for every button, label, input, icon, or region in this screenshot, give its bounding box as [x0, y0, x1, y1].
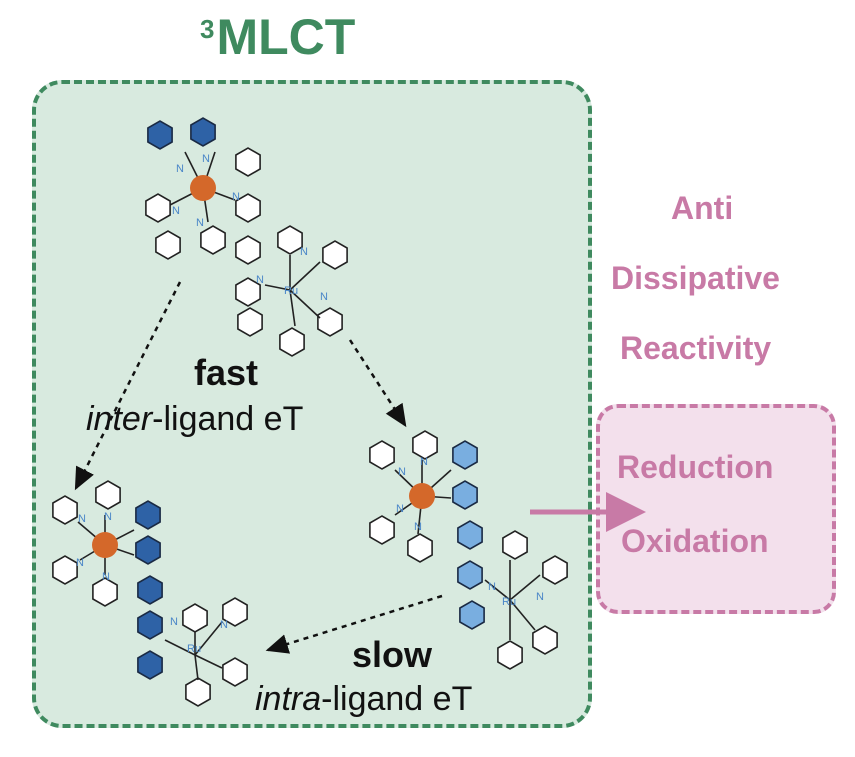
nitrogen-label: N	[102, 571, 110, 583]
pyridine-ring	[235, 235, 261, 265]
pyridine-ring	[235, 277, 261, 307]
pyridine-ring	[369, 515, 395, 545]
nitrogen-label: N	[170, 616, 178, 628]
coordination-bond	[484, 579, 511, 601]
inter-prefix: inter	[86, 400, 153, 438]
pyridine-ring	[137, 610, 163, 640]
pyridine-ring	[145, 193, 171, 223]
pyridine-ring	[322, 240, 348, 270]
pyridine-ring	[542, 555, 568, 585]
coordination-bond	[509, 574, 541, 601]
pyridine-ring	[147, 120, 173, 150]
metal-center-2	[92, 532, 118, 558]
coordination-bond	[289, 289, 296, 327]
pyridine-ring	[200, 225, 226, 255]
pyridine-ring	[222, 597, 248, 627]
pyridine-ring	[95, 480, 121, 510]
fast-arrow-left	[74, 281, 182, 491]
pyridine-ring	[497, 640, 523, 670]
intra-suffix: -ligand eT	[321, 680, 473, 718]
pyridine-ring	[457, 520, 483, 550]
pyridine-ring	[235, 147, 261, 177]
reactivity-box	[596, 404, 836, 614]
metal-center-3	[409, 483, 435, 509]
pyridine-ring	[279, 327, 305, 357]
coordination-bond	[164, 639, 196, 656]
pyridine-ring	[457, 560, 483, 590]
inter-ligand-label: inter-ligand eT	[86, 400, 303, 439]
pyridine-ring	[222, 657, 248, 687]
pyridine-ring	[185, 677, 211, 707]
pyridine-ring	[459, 600, 485, 630]
nitrogen-label: N	[320, 291, 328, 303]
pyridine-ring	[135, 500, 161, 530]
fast-label: fast	[194, 352, 259, 393]
pyridine-ring	[317, 307, 343, 337]
intra-prefix: intra	[255, 680, 322, 718]
pyridine-ring	[190, 117, 216, 147]
coordination-bond	[264, 284, 291, 291]
ru-label-3: Ru	[502, 596, 516, 608]
nitrogen-label: N	[76, 557, 84, 569]
ru-label-2: Ru	[187, 643, 201, 655]
nitrogen-label: N	[420, 456, 428, 468]
nitrogen-label: N	[232, 191, 240, 203]
pyridine-ring	[369, 440, 395, 470]
mlct-state-box	[32, 80, 592, 728]
coordination-bond	[289, 261, 321, 291]
pyridine-ring	[135, 535, 161, 565]
pyridine-ring	[137, 650, 163, 680]
anti-label: Anti	[671, 190, 734, 226]
reduction-label: Reduction	[617, 449, 774, 485]
nitrogen-label: N	[256, 274, 264, 286]
nitrogen-label: N	[78, 513, 86, 525]
pyridine-ring	[412, 430, 438, 460]
reactivity-label: Reactivity	[620, 330, 772, 366]
pyridine-ring	[532, 625, 558, 655]
pyridine-ring	[452, 440, 478, 470]
pyridine-ring	[155, 230, 181, 260]
slow-label: slow	[352, 634, 433, 675]
pyridine-ring	[137, 575, 163, 605]
title-superscript: 3	[200, 14, 215, 44]
coordination-bond	[194, 654, 199, 681]
nitrogen-label: N	[196, 217, 204, 229]
nitrogen-label: N	[488, 581, 496, 593]
pyridine-ring	[182, 603, 208, 633]
pyridine-ring	[452, 480, 478, 510]
coordination-bond	[194, 621, 223, 656]
pyridine-ring	[52, 495, 78, 525]
coordination-bond	[289, 289, 321, 319]
pyridine-ring	[92, 577, 118, 607]
pyridine-ring	[235, 193, 261, 223]
pyridine-ring	[237, 307, 263, 337]
nitrogen-label: N	[300, 246, 308, 258]
slow-arrow	[265, 594, 443, 654]
nitrogen-label: N	[414, 521, 422, 533]
dissipative-label: Dissipative	[611, 260, 780, 296]
nitrogen-label: N	[202, 153, 210, 165]
title-main: MLCT	[216, 9, 356, 65]
nitrogen-label: N	[536, 591, 544, 603]
pyridine-ring	[52, 555, 78, 585]
pyridine-ring	[502, 530, 528, 560]
nitrogen-label: N	[220, 619, 228, 631]
nitrogen-label: N	[398, 466, 406, 478]
nitrogen-label: N	[172, 205, 180, 217]
nitrogen-label: N	[396, 503, 404, 515]
intra-ligand-label: intra-ligand eT	[255, 680, 472, 719]
pyridine-ring	[277, 225, 303, 255]
mlct-title: 3MLCT	[200, 8, 355, 66]
nitrogen-label: N	[104, 511, 112, 523]
fast-arrow-right	[348, 339, 407, 428]
pyridine-ring	[407, 533, 433, 563]
metal-center-1	[190, 175, 216, 201]
ru-label-1: Ru	[284, 285, 298, 297]
coordination-bond	[194, 654, 223, 669]
coordination-bond	[509, 599, 536, 631]
inter-suffix: -ligand eT	[152, 400, 304, 438]
nitrogen-label: N	[176, 163, 184, 175]
